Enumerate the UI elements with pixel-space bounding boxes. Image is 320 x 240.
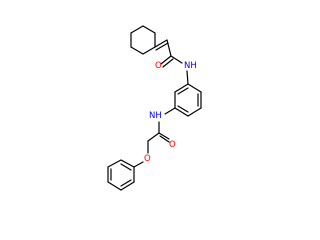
bond xyxy=(160,55,172,65)
bond xyxy=(174,107,189,117)
bond xyxy=(158,132,170,140)
bond xyxy=(120,163,132,171)
bond xyxy=(177,105,189,113)
bond xyxy=(107,159,122,168)
structure-diagram: NH O NH O O xyxy=(107,25,202,191)
nh-label: NH xyxy=(184,61,197,71)
bond xyxy=(187,107,202,117)
molecule-canvas: NH O NH O O xyxy=(107,25,202,191)
bonds xyxy=(107,25,202,191)
bond xyxy=(187,83,202,93)
bond xyxy=(186,70,189,85)
oxygen-label: O xyxy=(144,154,151,164)
bond xyxy=(130,25,144,34)
bond xyxy=(120,181,135,191)
bond xyxy=(159,135,170,143)
bond xyxy=(133,161,144,168)
bond xyxy=(107,181,122,191)
oxygen-label: O xyxy=(155,61,162,71)
bond xyxy=(120,159,135,168)
bond xyxy=(177,87,189,95)
bond xyxy=(166,39,172,57)
bond xyxy=(162,58,174,68)
bond xyxy=(164,107,176,115)
bond xyxy=(120,179,132,187)
oxygen-label: O xyxy=(169,140,176,150)
bond xyxy=(147,132,160,142)
bond xyxy=(174,83,189,93)
bond xyxy=(170,55,183,64)
bond xyxy=(154,39,168,48)
bond xyxy=(155,42,169,51)
bond xyxy=(142,25,156,34)
atom-labels: NH O NH O O xyxy=(144,61,197,164)
nh-label: NH xyxy=(149,111,162,121)
bond xyxy=(130,46,144,55)
bond xyxy=(142,46,156,55)
